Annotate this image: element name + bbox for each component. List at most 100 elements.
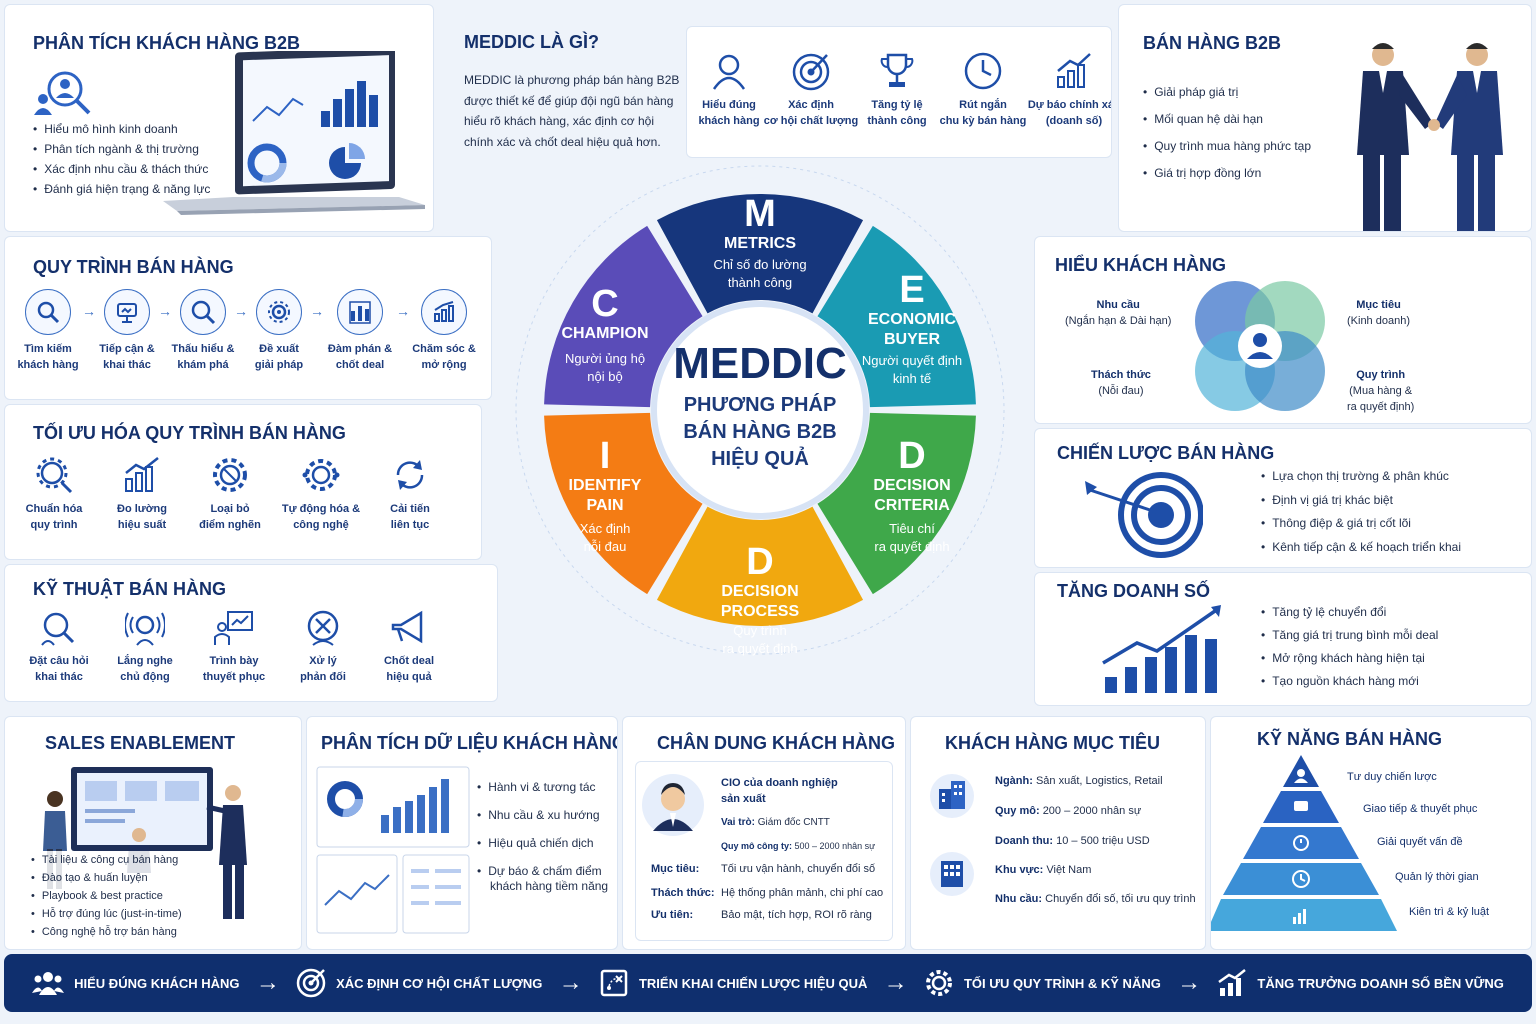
arrow-right-icon: → bbox=[158, 303, 172, 319]
solution-icon bbox=[268, 301, 290, 323]
persona-row: Thách thức: bbox=[651, 887, 715, 899]
wheel-segment-champion bbox=[544, 225, 703, 408]
list-item: Hiệu quả chiến dịch bbox=[477, 829, 602, 857]
persona-row: Ưu tiên: bbox=[651, 909, 694, 921]
meddic-center-title: MEDDIC bbox=[673, 339, 847, 388]
revenue-growth-icon bbox=[1102, 605, 1221, 693]
strategy-icon bbox=[600, 969, 628, 997]
question-icon bbox=[41, 612, 75, 646]
skill-level: Kiên trì & kỷ luật bbox=[1409, 906, 1490, 918]
list-item: Hiểu mô hình kinh doanh bbox=[33, 119, 210, 139]
target-card: KHÁCH HÀNG MỤC TIÊU Ngành: Sản xuất, Log… bbox=[910, 716, 1206, 950]
handshake-illustration bbox=[1357, 43, 1503, 231]
care-icon bbox=[434, 301, 454, 322]
office-building-icon bbox=[930, 852, 974, 896]
persona-vai-tro: Vai trò: Giám đốc CNTT bbox=[721, 817, 830, 828]
b2b-analysis-list: Hiểu mô hình kinh doanh Phân tích ngành … bbox=[33, 119, 210, 199]
meddic-intro-body: MEDDIC là phương pháp bán hàng B2B được … bbox=[464, 73, 680, 149]
arrow-right-icon: → bbox=[255, 969, 280, 996]
persona-title: CHÂN DUNG KHÁCH HÀNG bbox=[657, 733, 895, 753]
negotiation-icon bbox=[349, 301, 371, 324]
clock-icon bbox=[964, 52, 1002, 90]
target-row: Nhu cầu: Chuyển đổi số, tối ưu quy trình bbox=[995, 893, 1196, 905]
optimize-title: TỐI ƯU HÓA QUY TRÌNH BÁN HÀNG bbox=[33, 423, 346, 443]
list-item: Dự báo & chấm điểm bbox=[477, 857, 601, 885]
list-item: Công nghệ hỗ trợ bán hàng bbox=[31, 923, 182, 941]
target-row: Khu vực: Việt Nam bbox=[995, 864, 1092, 876]
laptop-dashboard-illustration bbox=[163, 51, 425, 215]
arrow-right-icon: → bbox=[82, 303, 96, 319]
persona-quy-mo: Quy mô công ty: 500 – 2000 nhân sự bbox=[721, 841, 876, 851]
list-item: Xác định nhu cầu & thách thức bbox=[33, 159, 210, 179]
target-row: Ngành: Sản xuất, Logistics, Retail bbox=[995, 775, 1163, 787]
list-item: Tăng tỷ lệ chuyển đổi bbox=[1261, 601, 1438, 624]
b2b-sales-title: BÁN HÀNG B2B bbox=[1143, 33, 1282, 53]
data-analysis-list: Hành vi & tương tác Nhu cầu & xu hướng H… bbox=[477, 773, 602, 885]
strategy-list: Lựa chọn thị trường & phân khúc Định vị … bbox=[1261, 465, 1461, 559]
growth-chart-icon bbox=[1218, 969, 1247, 996]
benefit-item: Dự báo chính xác(doanh số) bbox=[1028, 51, 1111, 129]
gear-icon bbox=[213, 458, 247, 492]
objection-icon bbox=[307, 610, 339, 646]
list-item: Định vị giá trị khác biệt bbox=[1261, 489, 1461, 513]
persona-row-value: Tối ưu vận hành, chuyển đổi số bbox=[721, 863, 876, 875]
footer-item: TỐI ƯU QUY TRÌNH & KỸ NĂNG bbox=[924, 968, 1161, 998]
skill-level: Quản lý thời gian bbox=[1395, 871, 1479, 883]
footer-banner: HIỂU ĐÚNG KHÁCH HÀNG → XÁC ĐỊNH CƠ HỘI C… bbox=[4, 954, 1532, 1012]
strategy-title: CHIẾN LƯỢC BÁN HÀNG bbox=[1057, 443, 1275, 463]
list-item: Tăng giá trị trung bình mỗi deal bbox=[1261, 624, 1438, 647]
understand-title: HIỂU KHÁCH HÀNG bbox=[1055, 255, 1226, 275]
arrow-right-icon: → bbox=[883, 969, 908, 996]
persona-inner bbox=[635, 761, 893, 941]
revenue-list: Tăng tỷ lệ chuyển đổi Tăng giá trị trung… bbox=[1261, 601, 1438, 693]
process-step: Thấu hiểu &khám phá bbox=[172, 289, 234, 373]
presentation-icon bbox=[214, 611, 253, 645]
label-needs: Nhu cầu(Ngắn hạn & Dài hạn) bbox=[1065, 299, 1172, 327]
target-title: KHÁCH HÀNG MỤC TIÊU bbox=[945, 733, 1160, 753]
b2b-sales-list: Giải pháp giá trị Mối quan hệ dài hạn Qu… bbox=[1143, 79, 1311, 187]
persona-row: Mục tiêu: bbox=[651, 863, 700, 875]
megaphone-icon bbox=[391, 610, 423, 644]
list-item: Lựa chọn thị trường & phân khúc bbox=[1261, 465, 1461, 489]
list-item: Quy trình mua hàng phức tạp bbox=[1143, 133, 1311, 160]
skills-card: KỸ NĂNG BÁN HÀNG Tư duy chiến lược Giao … bbox=[1210, 716, 1532, 950]
data-analysis-extra: khách hàng tiềm năng bbox=[490, 879, 609, 893]
wheel-segment-identify-pain bbox=[544, 412, 703, 595]
skill-level: Giải quyết vấn đề bbox=[1377, 836, 1463, 848]
target-row: Doanh thu: 10 – 500 triệu USD bbox=[995, 835, 1150, 847]
b2b-analysis-title: PHÂN TÍCH KHÁCH HÀNG B2B bbox=[33, 33, 301, 53]
list-item: Giá trị hợp đồng lớn bbox=[1143, 160, 1311, 187]
growth-chart-icon bbox=[1057, 53, 1091, 88]
strategy-card: CHIẾN LƯỢC BÁN HÀNG Lựa chọn thị trường … bbox=[1034, 428, 1532, 568]
list-item: Đánh giá hiện trạng & năng lực bbox=[33, 179, 210, 199]
list-item: Tạo nguồn khách hàng mới bbox=[1261, 670, 1438, 693]
optimize-item: Tự động hóa &công nghệ bbox=[281, 455, 361, 533]
sales-process-title: QUY TRÌNH BÁN HÀNG bbox=[33, 257, 234, 277]
wheel-segment-economic-buyer bbox=[817, 225, 976, 408]
wheel-segment-decision-criteria bbox=[817, 412, 976, 595]
training-illustration bbox=[43, 767, 247, 919]
meddic-intro-title: MEDDIC LÀ GÌ? bbox=[464, 32, 599, 52]
skills-title: KỸ NĂNG BÁN HÀNG bbox=[1257, 729, 1443, 749]
enablement-card: SALES ENABLEMENT Tài liệu & công cụ bán … bbox=[4, 716, 302, 950]
user-icon bbox=[712, 54, 746, 90]
arrow-right-icon: → bbox=[310, 303, 324, 319]
arrow-right-icon: → bbox=[558, 969, 583, 996]
wheel-segment-decision-process bbox=[656, 506, 864, 626]
list-item: Playbook & best practice bbox=[31, 887, 182, 905]
arrow-right-icon: → bbox=[396, 303, 410, 319]
meddic-wheel-svg bbox=[515, 165, 1005, 655]
